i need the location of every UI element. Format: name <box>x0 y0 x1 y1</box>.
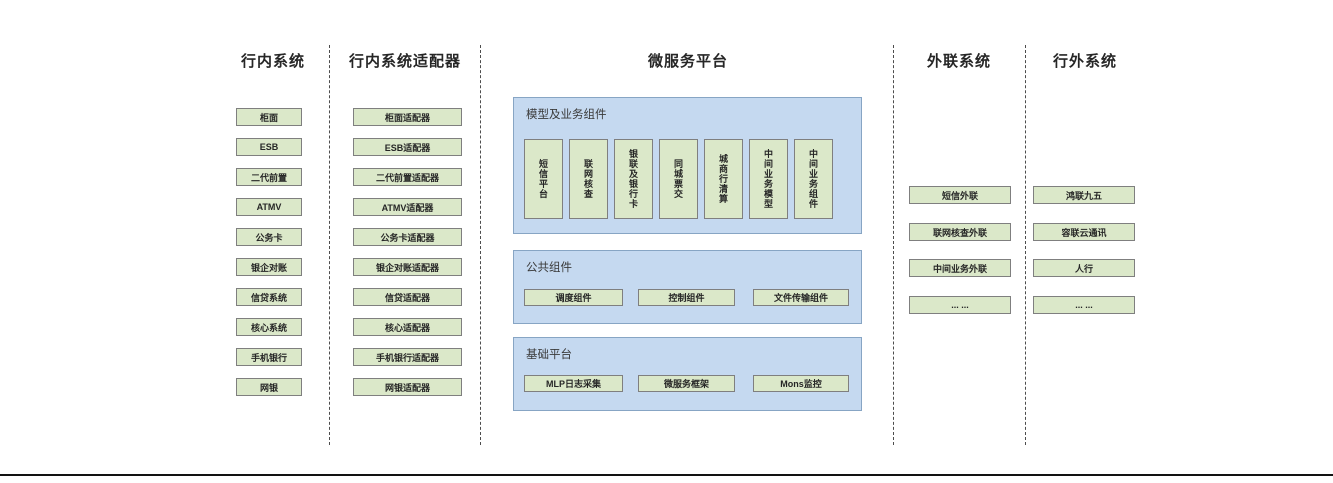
external-box: 鸿联九五 <box>1033 186 1135 204</box>
component-box: 中间业务组件 <box>794 139 833 219</box>
adapter-box: 信贷适配器 <box>353 288 462 306</box>
component-box: 短信平台 <box>524 139 563 219</box>
column-divider <box>329 45 330 445</box>
adapter-box: 手机银行适配器 <box>353 348 462 366</box>
component-box: MLP日志采集 <box>524 375 623 392</box>
system-box: 信贷系统 <box>236 288 302 306</box>
external-box: 人行 <box>1033 259 1135 277</box>
column-divider <box>1025 45 1026 445</box>
model-components-panel: 模型及业务组件 短信平台 联网核查 银联及银行卡 同城票交 城商行清算 中间业务… <box>513 97 862 234</box>
outbound-box: ... ... <box>909 296 1011 314</box>
column-header-outbound-systems: 外联系统 <box>926 53 991 70</box>
panel-title: 模型及业务组件 <box>526 109 607 121</box>
component-box: 联网核查 <box>569 139 608 219</box>
column-header-microservice-platform: 微服务平台 <box>647 53 728 70</box>
component-box: 控制组件 <box>638 289 735 306</box>
system-box: 公务卡 <box>236 228 302 246</box>
system-box: 手机银行 <box>236 348 302 366</box>
column-header-external-systems: 行外系统 <box>1052 53 1117 70</box>
adapter-box: 核心适配器 <box>353 318 462 336</box>
component-box: 调度组件 <box>524 289 623 306</box>
column-header-adapters: 行内系统适配器 <box>348 53 461 70</box>
adapter-box: 柜面适配器 <box>353 108 462 126</box>
system-box: ATMV <box>236 198 302 216</box>
component-box: 微服务框架 <box>638 375 735 392</box>
outbound-box: 联网核查外联 <box>909 223 1011 241</box>
adapter-box: ESB适配器 <box>353 138 462 156</box>
system-box: 二代前置 <box>236 168 302 186</box>
system-box: 银企对账 <box>236 258 302 276</box>
adapter-box: 公务卡适配器 <box>353 228 462 246</box>
adapter-box: 二代前置适配器 <box>353 168 462 186</box>
component-box: 城商行清算 <box>704 139 743 219</box>
base-platform-panel: 基础平台 MLP日志采集 微服务框架 Mons监控 <box>513 337 862 411</box>
system-box: 核心系统 <box>236 318 302 336</box>
column-header-internal-systems: 行内系统 <box>240 53 305 70</box>
adapter-box: 银企对账适配器 <box>353 258 462 276</box>
system-box: 柜面 <box>236 108 302 126</box>
external-box: ... ... <box>1033 296 1135 314</box>
component-box: Mons监控 <box>753 375 849 392</box>
common-components-panel: 公共组件 调度组件 控制组件 文件传输组件 <box>513 250 862 324</box>
adapter-box: 网银适配器 <box>353 378 462 396</box>
outbound-box: 中间业务外联 <box>909 259 1011 277</box>
component-box: 银联及银行卡 <box>614 139 653 219</box>
external-box: 容联云通讯 <box>1033 223 1135 241</box>
component-box: 中间业务模型 <box>749 139 788 219</box>
panel-title: 基础平台 <box>526 349 572 361</box>
component-box: 同城票交 <box>659 139 698 219</box>
system-box: 网银 <box>236 378 302 396</box>
bottom-rule <box>0 474 1333 476</box>
adapter-box: ATMV适配器 <box>353 198 462 216</box>
column-divider <box>480 45 481 445</box>
column-divider <box>893 45 894 445</box>
outbound-box: 短信外联 <box>909 186 1011 204</box>
system-box: ESB <box>236 138 302 156</box>
component-box: 文件传输组件 <box>753 289 849 306</box>
panel-title: 公共组件 <box>526 262 572 274</box>
